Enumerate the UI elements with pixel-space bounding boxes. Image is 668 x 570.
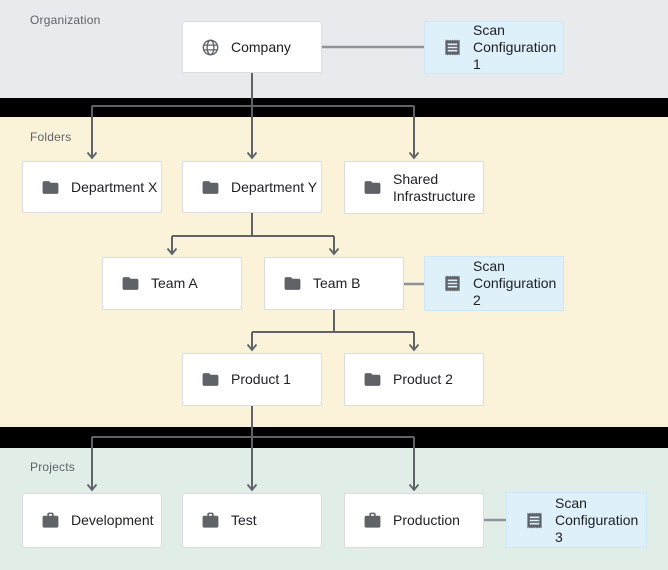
scan-config-connectors: [322, 45, 506, 522]
folder-icon: [283, 274, 302, 293]
node-product-1: Product 1: [182, 353, 322, 406]
folder-icon: [201, 370, 220, 389]
folder-icon: [363, 178, 382, 197]
receipt-icon: [525, 511, 544, 530]
globe-icon: [201, 38, 220, 57]
node-scan-configuration-3: Scan Configuration 3: [506, 492, 647, 548]
node-label: Test: [231, 512, 257, 528]
node-development: Development: [22, 493, 162, 548]
tree-connectors: [91, 73, 415, 490]
node-label: Department Y: [231, 178, 318, 195]
node-label: Production: [393, 512, 460, 528]
node-company: Company: [182, 21, 322, 73]
projects-band-label: Projects: [30, 460, 75, 474]
node-department-x: Department X: [22, 161, 162, 213]
node-shared-infrastructure: Shared Infrastructure: [344, 161, 484, 214]
folder-icon: [201, 178, 220, 197]
node-label: Scan Configuration 2: [473, 258, 557, 308]
briefcase-icon: [41, 511, 60, 530]
node-production: Production: [344, 493, 484, 548]
node-label: Product 1: [231, 371, 291, 387]
node-label: Shared Infrastructure: [393, 170, 476, 204]
node-label: Development: [71, 512, 154, 528]
folders-band-label: Folders: [30, 130, 72, 144]
receipt-icon: [443, 274, 462, 293]
node-team-a: Team A: [102, 257, 242, 310]
briefcase-icon: [201, 511, 220, 530]
node-label: Scan Configuration 1: [473, 22, 557, 72]
node-department-y: Department Y: [182, 161, 322, 213]
node-label: Company: [231, 38, 291, 55]
organization-band-label: Organization: [30, 13, 101, 27]
folder-icon: [363, 370, 382, 389]
arrowhead-icons: [86, 151, 420, 492]
folder-icon: [41, 178, 60, 197]
node-label: Product 2: [393, 371, 453, 387]
node-label: Scan Configuration 3: [555, 494, 639, 545]
separator-bar: [0, 98, 668, 117]
node-team-b: Team B: [264, 257, 404, 310]
folder-icon: [121, 274, 140, 293]
receipt-icon: [443, 38, 462, 57]
briefcase-icon: [363, 511, 382, 530]
node-label: Team B: [313, 275, 361, 291]
node-scan-configuration-2: Scan Configuration 2: [424, 256, 564, 311]
node-product-2: Product 2: [344, 353, 484, 406]
node-label: Team A: [151, 275, 198, 291]
node-scan-configuration-1: Scan Configuration 1: [424, 21, 564, 74]
node-label: Department X: [71, 178, 158, 195]
node-test: Test: [182, 493, 322, 548]
